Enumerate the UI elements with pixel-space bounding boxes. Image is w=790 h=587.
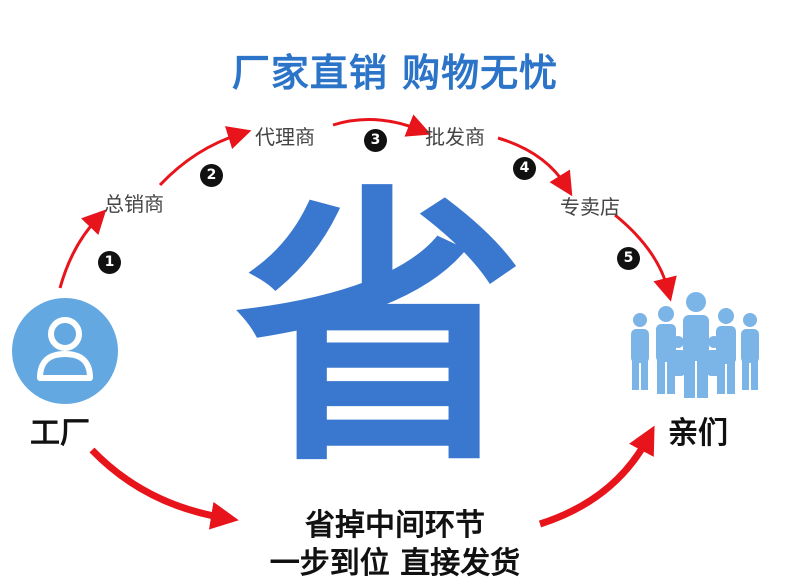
people-group-icon: [631, 292, 759, 398]
step-marker-2: 2: [200, 164, 223, 187]
arrow-wholesaler-to-store: [497, 136, 573, 197]
slogan-line-2: 一步到位 直接发货: [269, 546, 521, 581]
arrow-distributor-to-agent: [158, 126, 252, 187]
node-distributor: 总销商: [104, 192, 164, 216]
arrow-slogan-to-customers: [538, 425, 655, 528]
arrow-agent-to-wholesaler: [332, 114, 432, 137]
center-save-character: 省: [235, 164, 525, 501]
source-label: 工厂: [30, 416, 90, 451]
node-wholesaler: 批发商: [425, 125, 485, 149]
arrow-factory-to-distributor: [58, 209, 107, 289]
node-agent: 代理商: [255, 125, 315, 149]
step-marker-5: 5: [617, 247, 640, 270]
slogan-line-1: 省掉中间环节: [305, 508, 485, 543]
step-marker-3: 3: [364, 129, 387, 152]
step-marker-4: 4: [513, 157, 536, 180]
page-title: 厂家直销 购物无忧: [231, 51, 559, 95]
node-store: 专卖店: [560, 195, 620, 219]
user-avatar-icon: [12, 298, 118, 404]
arrow-factory-to-slogan: [89, 447, 239, 530]
step-marker-1: 1: [98, 251, 121, 274]
target-label: 亲们: [668, 416, 728, 451]
arrow-store-to-customers: [614, 213, 677, 302]
